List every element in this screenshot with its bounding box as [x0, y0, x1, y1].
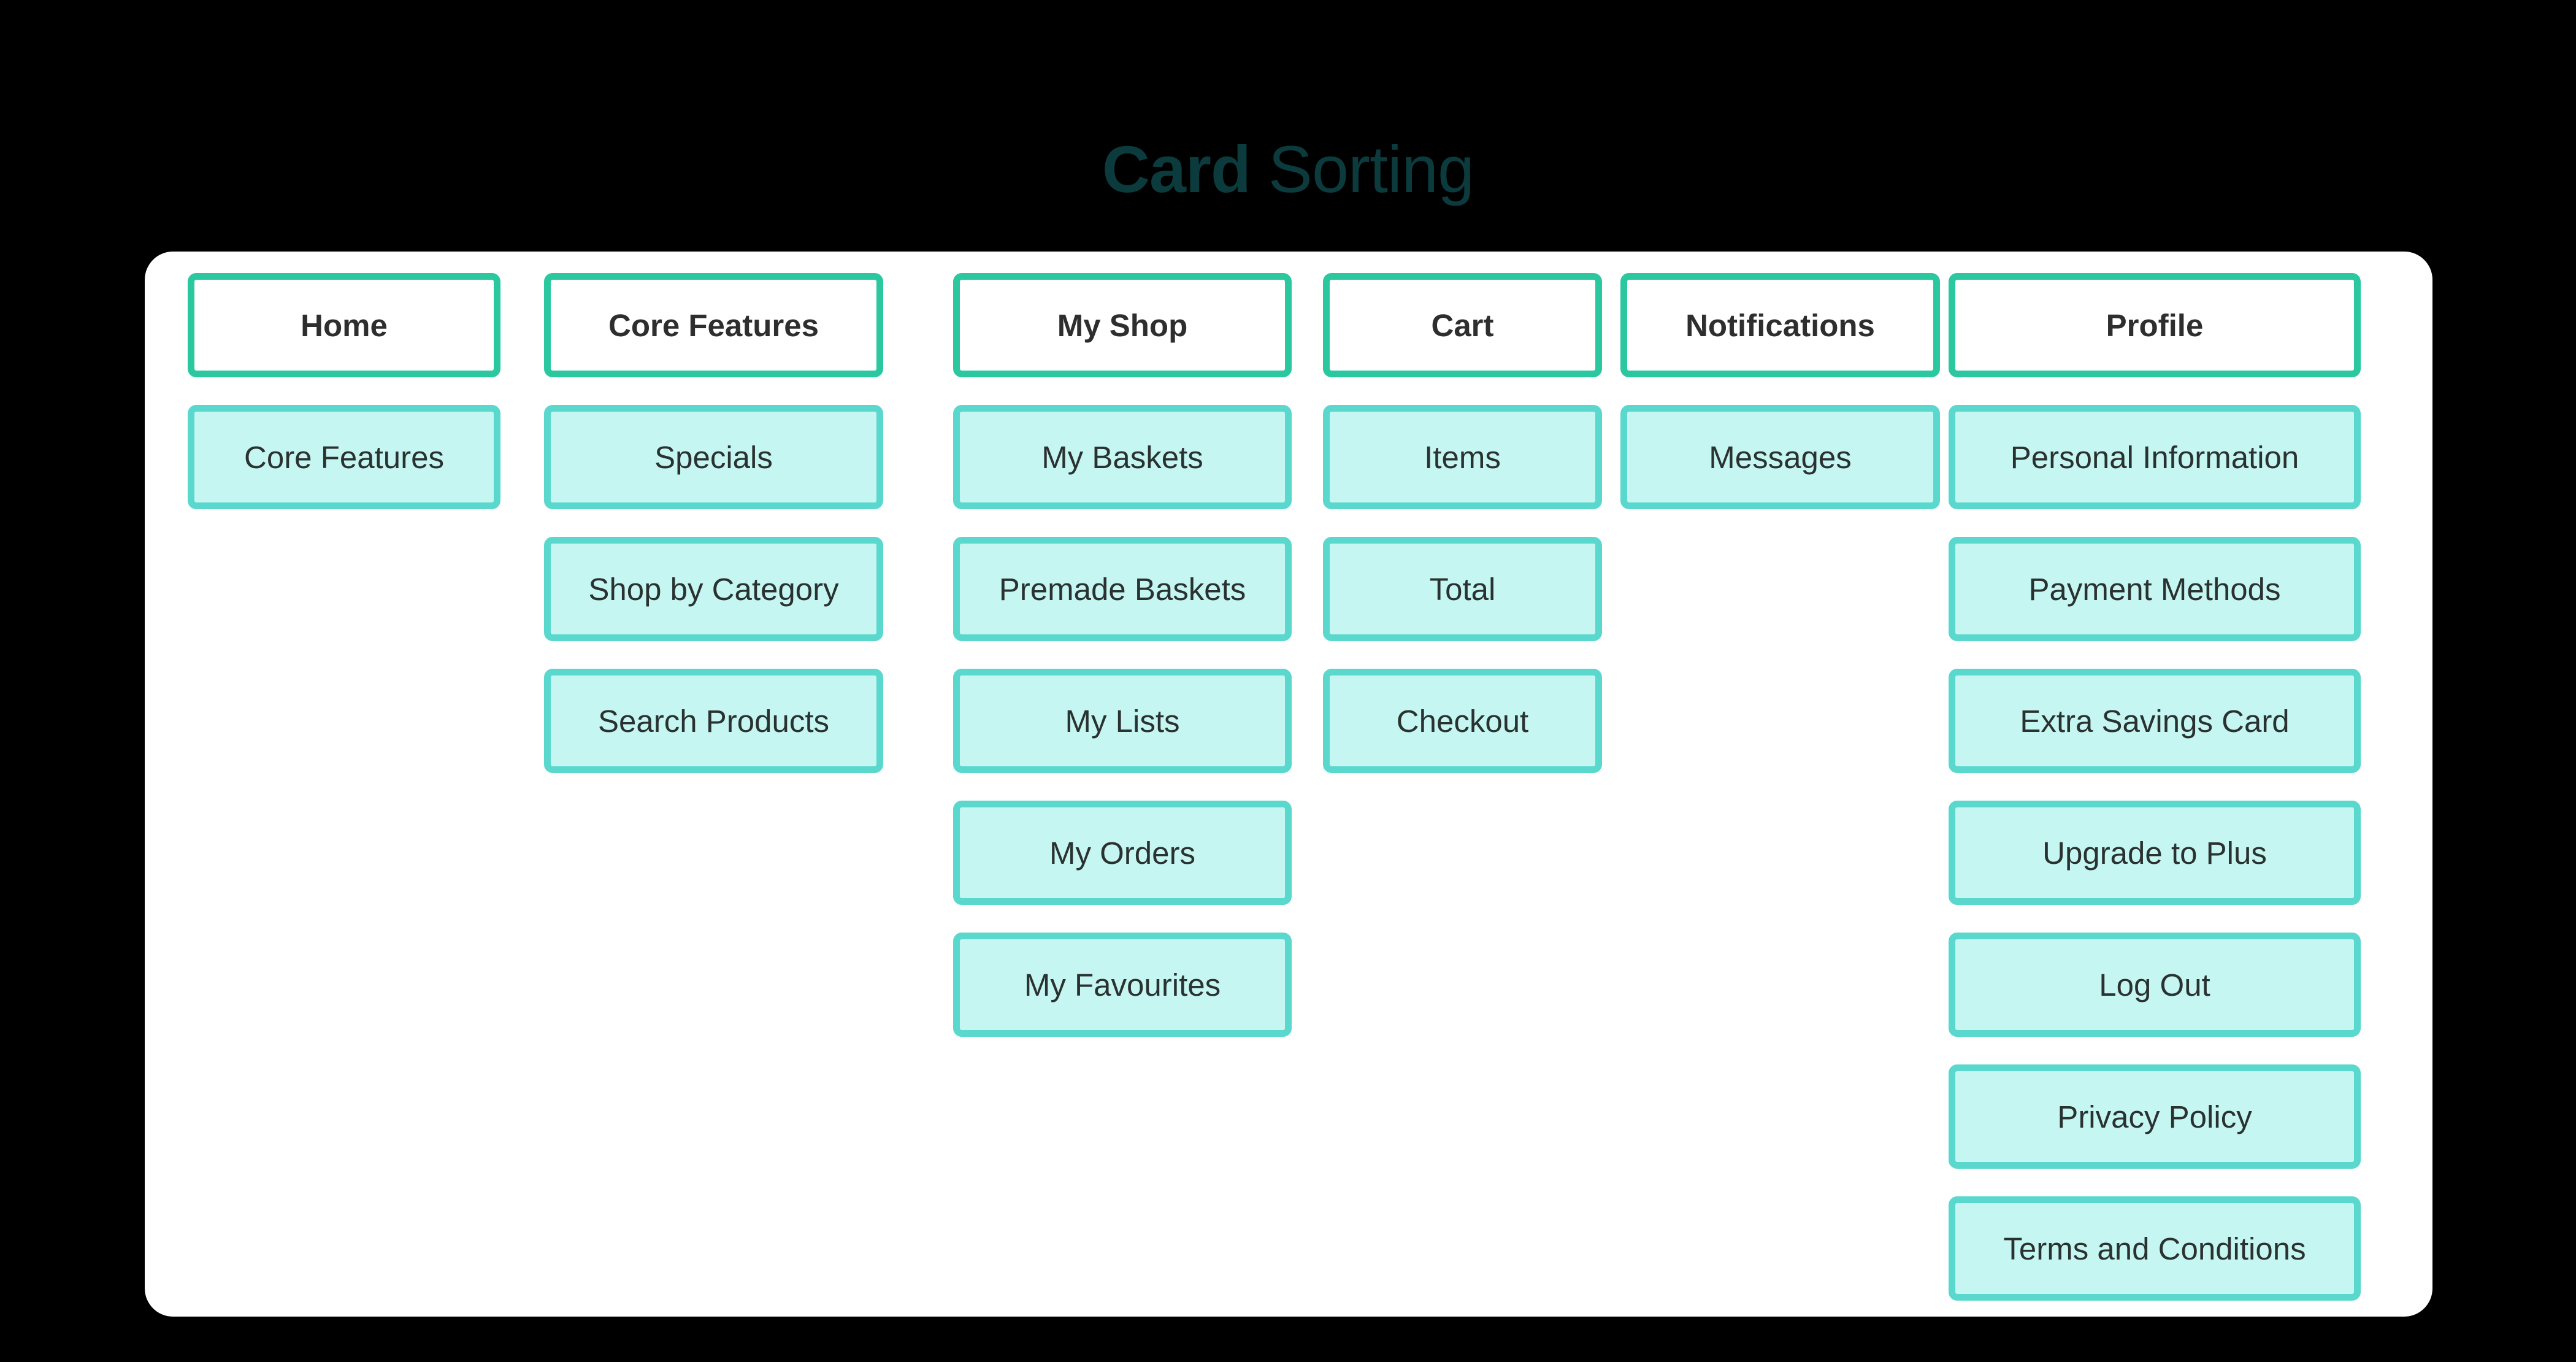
card-item[interactable]: Privacy Policy	[1949, 1064, 2361, 1169]
card-item[interactable]: Specials	[544, 405, 883, 509]
column-header-card[interactable]: Core Features	[544, 273, 883, 377]
page-title: Card Sorting	[0, 136, 2576, 202]
column-header-card[interactable]: My Shop	[953, 273, 1292, 377]
card-item[interactable]: Upgrade to Plus	[1949, 801, 2361, 905]
column-header-card[interactable]: Notifications	[1620, 273, 1940, 377]
column-header-card[interactable]: Cart	[1323, 273, 1602, 377]
card-item[interactable]: Premade Baskets	[953, 537, 1292, 641]
card-item[interactable]: My Orders	[953, 801, 1292, 905]
card-item[interactable]: Log Out	[1949, 933, 2361, 1037]
card-item[interactable]: Core Features	[188, 405, 500, 509]
page-title-strong: Card	[1102, 132, 1251, 207]
card-item[interactable]: Messages	[1620, 405, 1940, 509]
card-item[interactable]: My Lists	[953, 669, 1292, 773]
card-item[interactable]: Search Products	[544, 669, 883, 773]
column-header-card[interactable]: Profile	[1949, 273, 2361, 377]
card-item[interactable]: Items	[1323, 405, 1602, 509]
card-item[interactable]: Checkout	[1323, 669, 1602, 773]
card-item[interactable]: Personal Information	[1949, 405, 2361, 509]
card-item[interactable]: Terms and Conditions	[1949, 1196, 2361, 1301]
card-item[interactable]: Payment Methods	[1949, 537, 2361, 641]
card-item[interactable]: Total	[1323, 537, 1602, 641]
page-title-light: Sorting	[1250, 132, 1474, 207]
card-item[interactable]: Shop by Category	[544, 537, 883, 641]
card-item[interactable]: My Baskets	[953, 405, 1292, 509]
column-header-card[interactable]: Home	[188, 273, 500, 377]
card-item[interactable]: My Favourites	[953, 933, 1292, 1037]
card-item[interactable]: Extra Savings Card	[1949, 669, 2361, 773]
